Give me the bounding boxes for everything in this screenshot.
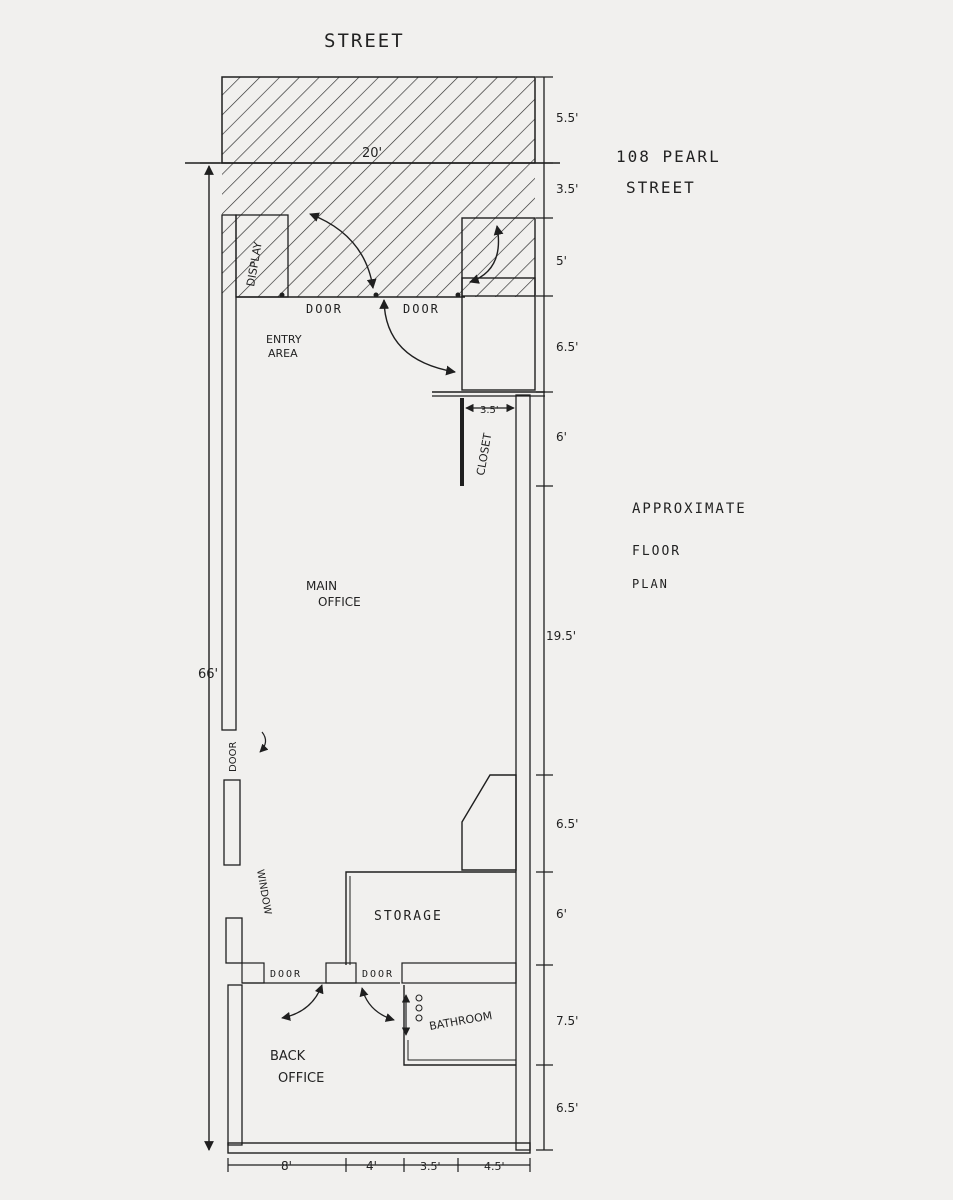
closet-label: CLOSET: [474, 432, 494, 477]
dim-bottom-1: 4': [366, 1159, 377, 1173]
caption-line-3: PLAN: [632, 577, 669, 591]
closet: [460, 398, 515, 486]
dim-right-4: 6': [556, 430, 567, 444]
vestibule-block: [432, 217, 545, 397]
hatched-chase: [461, 774, 517, 871]
back-office-wall: [241, 962, 517, 984]
left-exterior-wall: [221, 214, 243, 1146]
dim-right-6: 6.5': [556, 817, 578, 831]
right-dimension-line: [536, 76, 553, 1151]
bathroom-walls: [401, 985, 516, 1066]
dim-right-7: 6': [556, 907, 567, 921]
main-office-line-1: MAIN: [306, 579, 337, 593]
caption-line-1: APPROXIMATE: [632, 501, 747, 517]
dim-right-3: 6.5': [556, 340, 578, 354]
dim-bottom-0: 8': [281, 1159, 292, 1173]
street-label: STREET: [324, 30, 405, 52]
dim-right-0: 5.5': [556, 111, 578, 125]
total-length-label: 66': [198, 667, 218, 682]
dim-right-5: 19.5': [546, 629, 576, 643]
dim-right-8: 7.5': [556, 1014, 578, 1028]
side-door-label: DOOR: [228, 742, 239, 772]
front-door-right-swing: [379, 299, 456, 376]
sidewalk-hatched-area: [185, 76, 560, 297]
front-door-left-label: DOOR: [306, 302, 343, 316]
side-door-swing: [259, 731, 269, 753]
entry-area-line-2: AREA: [268, 347, 298, 360]
storage-room-walls: [345, 871, 516, 965]
back-door-left-label: DOOR: [270, 969, 302, 980]
front-wall: [236, 292, 465, 298]
main-office-line-2: OFFICE: [318, 595, 361, 609]
dim-bottom-2: 3.5': [420, 1160, 441, 1173]
right-dimension-labels: 5.5' 3.5' 5' 6.5' 6' 19.5' 6.5' 6' 7.5' …: [546, 111, 578, 1115]
back-door-right-label: DOOR: [362, 969, 394, 980]
storage-label: STORAGE: [374, 909, 443, 924]
total-length-dimension: [200, 162, 220, 1151]
dim-right-9: 6.5': [556, 1101, 578, 1115]
caption-line-2: FLOOR: [632, 544, 681, 559]
closet-width-dimension: 3.5': [480, 405, 499, 416]
dim-bottom-3: 4.5': [484, 1160, 505, 1173]
address-line-2: STREET: [626, 178, 696, 197]
back-office-line-1: BACK: [270, 1049, 306, 1064]
window-label: WINDOW: [254, 869, 273, 916]
vestibule-door-swing: [469, 225, 504, 284]
back-door-right-swing: [359, 987, 395, 1022]
front-door-right-label: DOOR: [403, 302, 440, 316]
back-door-left-swing: [281, 984, 324, 1021]
bathroom-label: BATHROOM: [428, 1009, 493, 1033]
back-office-line-2: OFFICE: [278, 1071, 324, 1086]
rear-wall: [227, 1142, 531, 1154]
dim-right-2: 5': [556, 254, 567, 268]
bottom-dimension-labels: 8' 4' 3.5' 4.5': [281, 1159, 505, 1173]
dim-right-1: 3.5': [556, 182, 578, 196]
front-door-left-swing: [309, 212, 377, 289]
width-top-dimension: 20': [362, 146, 382, 161]
right-exterior-wall: [515, 394, 531, 1151]
bottom-dimension-line: [227, 1158, 531, 1172]
entry-area-line-1: ENTRY: [266, 333, 302, 346]
address-line-1: 108 PEARL: [616, 147, 721, 166]
